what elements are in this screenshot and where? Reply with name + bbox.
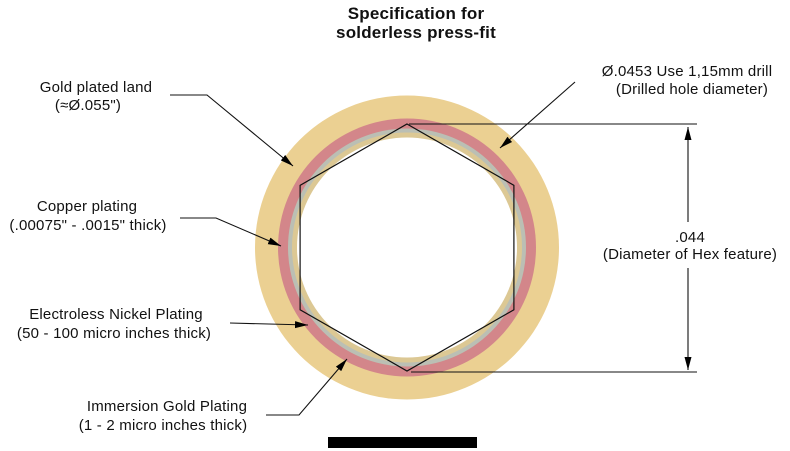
drill-leader-line (499, 81, 576, 149)
nickel-label-line2: (50 - 100 micro inches thick) (17, 325, 211, 342)
drill-label-line2: (Drilled hole diameter) (616, 81, 768, 98)
nickel-leader-line (229, 321, 309, 329)
gold-land-label-line2: (≈Ø.055") (55, 97, 121, 114)
copper-label-line1: Copper plating (37, 198, 137, 215)
gold-land-label-line1: Gold plated land (40, 79, 152, 96)
hex-diameter-value: .044 (675, 229, 705, 246)
drill-label-line1: Ø.0453 Use 1,15mm drill (602, 63, 773, 80)
gold-land-leader-line (170, 94, 294, 167)
copper-leader-line (180, 217, 282, 247)
diagram-title-line2: solderless press-fit (336, 23, 496, 42)
immersion-gold-label-line2: (1 - 2 micro inches thick) (79, 417, 248, 434)
immersion-gold-label-line1: Immersion Gold Plating (87, 398, 247, 415)
hex-feature-outline (299, 123, 515, 372)
scale-bar (328, 437, 477, 448)
drilled-hole (297, 137, 517, 358)
hex-diameter-label: (Diameter of Hex feature) (603, 246, 777, 263)
nickel-label-line1: Electroless Nickel Plating (29, 306, 203, 323)
diagram-title-line1: Specification for (348, 4, 485, 23)
immersion-gold-leader-line (266, 358, 348, 416)
copper-label-line2: (.00075" - .0015" thick) (9, 217, 166, 234)
